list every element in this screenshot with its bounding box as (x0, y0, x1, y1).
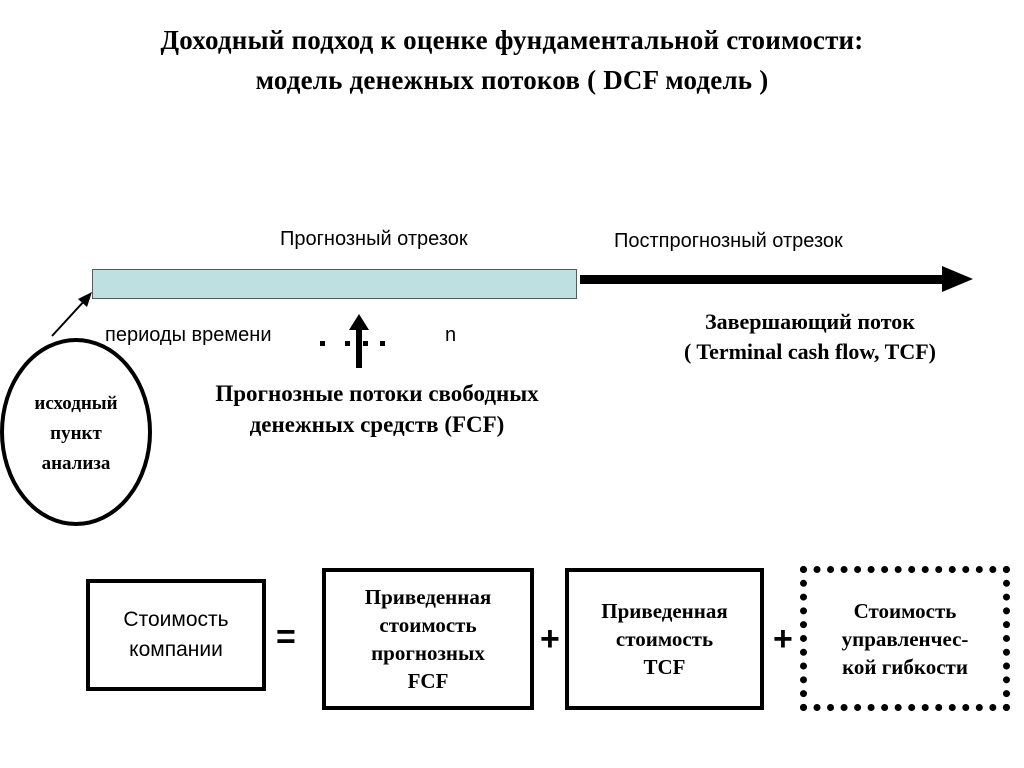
managerial-flexibility-value-text: Стоимость управленчес- кой гибкости (842, 597, 969, 681)
timeline-arrow-shaft (580, 275, 956, 284)
present-value-tcf-text: Приведенная стоимость TCF (601, 597, 728, 681)
present-value-forecast-fcf-box: Приведенная стоимость прогнозных FCF (322, 568, 534, 710)
timeline-arrow-head-icon (942, 266, 973, 292)
last-period-label: n (445, 324, 457, 346)
plus-operator-2: + (773, 620, 793, 658)
present-value-forecast-fcf-text: Приведенная стоимость прогнозных FCF (365, 583, 492, 695)
page-title-line-2: модель денежных потоков ( DCF модель ) (255, 65, 769, 95)
postforecast-period-label: Постпрогнозный отрезок (614, 230, 843, 252)
plus-operator-1: + (540, 620, 560, 658)
fcf-up-arrow-shaft (356, 326, 362, 368)
equals-operator: = (276, 618, 296, 656)
oval-shape-icon (0, 338, 152, 526)
period-dot-1 (320, 341, 325, 346)
fcf-caption: Прогнозные потоки свободных денежных сре… (176, 378, 578, 440)
period-dot-4 (380, 341, 385, 346)
pv-fcf-line-1: Приведенная (364, 585, 492, 609)
forecast-period-label: Прогнозный отрезок (280, 228, 468, 250)
period-dot-3 (363, 341, 368, 346)
oval-line-2: пункт (50, 423, 102, 444)
tcf-caption: Завершающий поток ( Terminal cash flow, … (620, 307, 1000, 367)
fcf-caption-line-1: Прогнозные потоки свободных (215, 381, 539, 406)
pv-fcf-line-4: FCF (407, 669, 449, 693)
oval-to-bar-pointer-arrow-icon (51, 292, 92, 337)
starting-point-oval: исходный пункт анализа (0, 337, 154, 527)
fcf-caption-line-2: денежных средств (FCF) (249, 412, 505, 437)
present-value-tcf-box: Приведенная стоимость TCF (565, 568, 764, 710)
pv-tcf-line-1: Приведенная (601, 599, 728, 623)
period-dot-2 (345, 341, 350, 346)
pv-tcf-line-3: TCF (643, 655, 686, 679)
periods-of-time-label: периоды времени (105, 324, 272, 346)
company-value-box: Стоимость компании (86, 579, 266, 691)
oval-line-1: исходный (34, 393, 118, 414)
flex-line-3: кой гибкости (842, 654, 968, 679)
page-title: Доходный подход к оценке фундаментальной… (0, 20, 1024, 100)
company-value-text: Стоимость компании (123, 605, 228, 665)
pv-fcf-line-3: прогнозных (371, 641, 485, 665)
company-value-line-1: Стоимость (123, 608, 229, 631)
managerial-flexibility-value-box: Стоимость управленчес- кой гибкости (800, 566, 1010, 711)
flex-line-2: управленчес- (841, 626, 969, 651)
tcf-caption-line-1: Завершающий поток (705, 309, 915, 334)
flex-line-1: Стоимость (853, 598, 957, 623)
pv-tcf-line-2: стоимость (615, 627, 714, 651)
company-value-line-2: компании (129, 638, 223, 661)
tcf-caption-line-2: ( Terminal cash flow, TCF) (683, 339, 936, 364)
oval-line-3: анализа (41, 453, 111, 474)
fcf-up-arrow-head-icon (349, 314, 369, 330)
starting-point-oval-text: исходный пункт анализа (0, 389, 154, 479)
pv-fcf-line-2: стоимость (379, 613, 477, 637)
forecast-period-bar (92, 269, 577, 299)
page-title-line-1: Доходный подход к оценке фундаментальной… (160, 25, 864, 55)
